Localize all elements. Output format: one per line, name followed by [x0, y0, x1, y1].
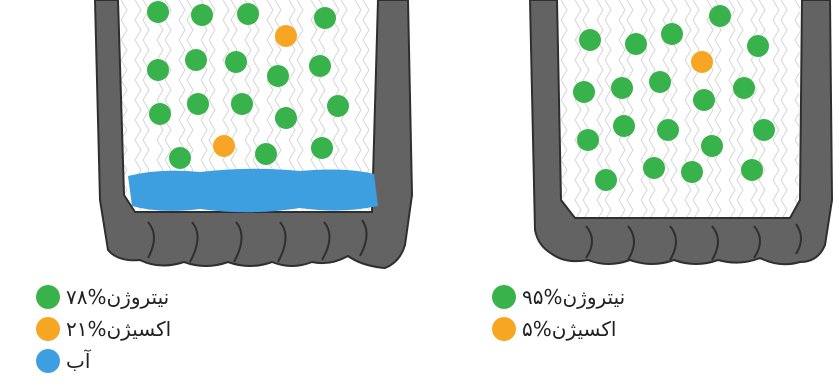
nitrogen-molecule [191, 4, 213, 26]
legend-item-oxygen: اکسیژن%۵ [492, 314, 692, 344]
legend-item-oxygen: اکسیژن%۲۱ [36, 314, 236, 344]
nitrogen-molecule [649, 71, 671, 93]
legend-label: اکسیژن%۲۱ [66, 316, 171, 342]
nitrogen-molecule [311, 137, 333, 159]
legend-label: نیتروژن%۹۵ [522, 284, 625, 310]
nitrogen-molecule [701, 135, 723, 157]
nitrogen-molecule [169, 147, 191, 169]
nitrogen-molecule [579, 29, 601, 51]
nitrogen-molecule [255, 143, 277, 165]
nitrogen-molecule [753, 119, 775, 141]
nitrogen-molecule [573, 81, 595, 103]
left-tire [95, 0, 412, 268]
nitrogen-molecule [327, 95, 349, 117]
nitrogen-molecule [733, 77, 755, 99]
orange-circle-icon [36, 317, 60, 341]
nitrogen-molecule [681, 161, 703, 183]
nitrogen-molecule [709, 5, 731, 27]
legend-label: نیتروژن%۷۸ [66, 284, 169, 310]
right-tire [530, 0, 832, 264]
nitrogen-molecule [611, 77, 633, 99]
legend-item-nitrogen: نیتروژن%۹۵ [492, 282, 692, 312]
legend-item-water: آب [36, 346, 236, 376]
legend-item-nitrogen: نیتروژن%۷۸ [36, 282, 236, 312]
nitrogen-molecule [237, 3, 259, 25]
green-circle-icon [492, 285, 516, 309]
nitrogen-molecule [747, 35, 769, 57]
nitrogen-molecule [613, 115, 635, 137]
water-layer [128, 169, 378, 213]
legend-label: اکسیژن%۵ [522, 316, 616, 342]
right-legend: نیتروژن%۹۵ اکسیژن%۵ [492, 282, 712, 352]
nitrogen-molecule [149, 103, 171, 125]
nitrogen-molecule [275, 107, 297, 129]
left-legend: نیتروژن%۷۸ اکسیژن%۲۱ آب [36, 282, 256, 382]
nitrogen-molecule [643, 157, 665, 179]
oxygen-molecule [275, 25, 297, 47]
nitrogen-molecule [185, 49, 207, 71]
nitrogen-molecule [267, 65, 289, 87]
green-circle-icon [36, 285, 60, 309]
nitrogen-molecule [309, 55, 331, 77]
nitrogen-molecule [147, 1, 169, 23]
legend-label: آب [66, 348, 90, 374]
nitrogen-molecule [231, 93, 253, 115]
oxygen-molecule [213, 135, 235, 157]
orange-circle-icon [492, 317, 516, 341]
nitrogen-molecule [661, 23, 683, 45]
nitrogen-molecule [187, 93, 209, 115]
nitrogen-molecule [577, 129, 599, 151]
nitrogen-molecule [693, 89, 715, 111]
nitrogen-molecule [595, 169, 617, 191]
nitrogen-molecule [147, 59, 169, 81]
nitrogen-molecule [314, 7, 336, 29]
nitrogen-molecule [657, 119, 679, 141]
oxygen-molecule [691, 51, 713, 73]
nitrogen-molecule [625, 33, 647, 55]
blue-circle-icon [36, 349, 60, 373]
nitrogen-molecule [741, 159, 763, 181]
nitrogen-molecule [225, 51, 247, 73]
